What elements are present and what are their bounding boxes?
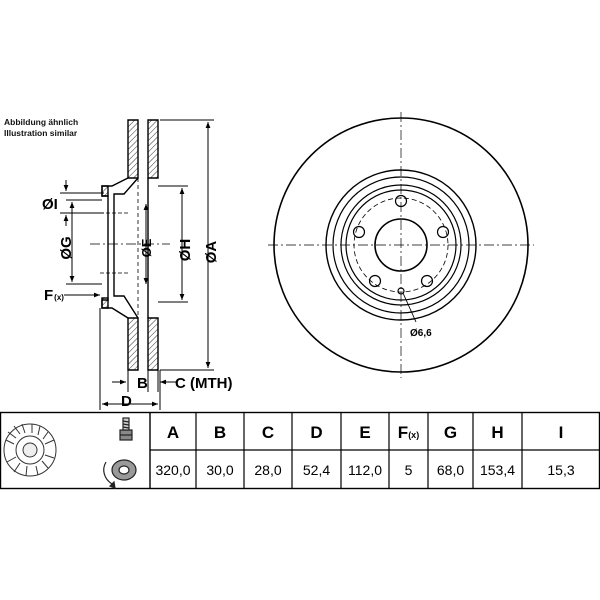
table-header-c: C: [262, 423, 274, 442]
bolt-hole-2: [436, 225, 450, 239]
dim-g-label: ØG: [58, 236, 75, 259]
hub-face-top: [101, 185, 109, 197]
disc-thumbnail-icon: [3, 423, 57, 477]
table-value-h: 153,4: [480, 462, 515, 478]
dim-e-label: ØE: [139, 238, 154, 257]
dim-f-label: F(x): [44, 287, 64, 304]
locating-hole: [397, 287, 405, 295]
inner-plate-upper: [147, 119, 159, 179]
outer-plate-upper: [127, 119, 139, 179]
table-value-f: 5: [405, 462, 413, 478]
dim-d-label: D: [121, 393, 132, 410]
dim-b-label: B: [137, 375, 148, 392]
table-header-d: D: [310, 423, 322, 442]
table-value-g: 68,0: [437, 462, 464, 478]
table-value-d: 52,4: [303, 462, 330, 478]
locating-hole-leader: [402, 292, 417, 323]
outer-plate-lower: [127, 317, 139, 371]
table-header-b: B: [214, 423, 226, 442]
note-line-1: Abbildung ähnlich: [4, 117, 78, 127]
bolt-hole-1: [394, 194, 408, 208]
disc-side-section-view: [90, 119, 170, 371]
dim-a-label: ØA: [203, 241, 220, 264]
table-header-i: I: [559, 423, 564, 442]
locating-hole-diameter-label: Ø6,6: [410, 328, 432, 339]
bolt-hole-3: [420, 274, 434, 288]
dimension-labels: ØA ØH ØE ØG ØI F(x) B C (MTH) D: [42, 196, 233, 410]
table-header-h: H: [491, 423, 503, 442]
table-header-g: G: [444, 423, 457, 442]
dimension-lines: [60, 119, 214, 410]
bolt-hole-4: [368, 274, 382, 288]
table-value-b: 30,0: [206, 462, 233, 478]
bolt-screw-icon: [119, 417, 133, 441]
inner-plate-lower: [147, 317, 159, 371]
dim-h-label: ØH: [177, 239, 194, 262]
table-header-a: A: [167, 423, 179, 442]
dim-i-label: ØI: [42, 196, 58, 213]
bolt-hole-5: [352, 225, 366, 239]
table-value-c: 28,0: [254, 462, 281, 478]
hub-face-bottom: [101, 297, 109, 309]
table-header-e: E: [359, 423, 370, 442]
table-value-e: 112,0: [348, 462, 382, 478]
table-header-f: F(x): [398, 423, 419, 442]
hat-inner-profile: [113, 177, 139, 319]
illustration-note: Abbildung ähnlich Illustration similar: [4, 117, 78, 138]
note-line-2: Illustration similar: [4, 128, 78, 138]
dim-c-label: C (MTH): [175, 375, 233, 392]
runout-gauge-icon: [103, 459, 137, 489]
disc-front-view: [268, 112, 534, 378]
table-value-a: 320,0: [155, 462, 190, 478]
dimension-table: A B C D E F(x) G H I 320,0 30,0 28,0 52,4 112,0 5 68,0…: [0, 411, 600, 490]
table-value-i: 15,3: [547, 462, 574, 478]
